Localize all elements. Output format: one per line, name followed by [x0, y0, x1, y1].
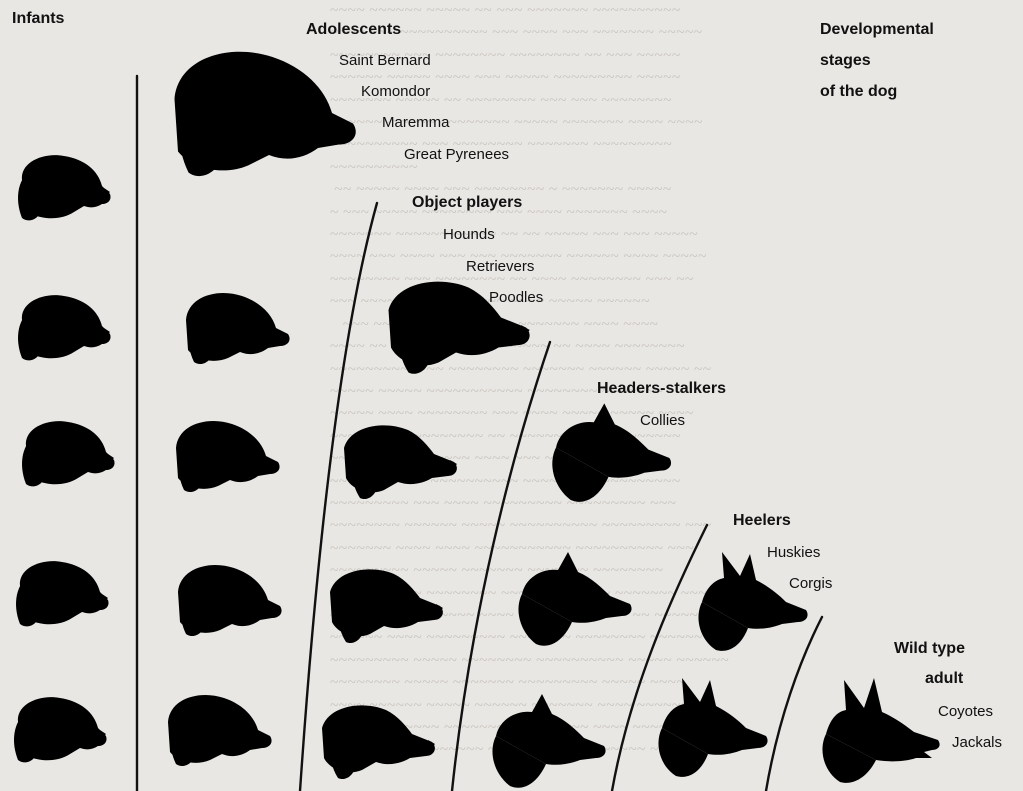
floppy-ear-head-icon: [168, 695, 272, 766]
puppy-head-icon: [18, 295, 111, 360]
breed-jackals: Jackals: [952, 734, 1002, 751]
puppy-head-icon: [16, 561, 109, 626]
stage-heading-wild-type-adult: adult: [925, 670, 963, 688]
breed-maremma: Maremma: [382, 114, 450, 131]
breed-coyotes: Coyotes: [938, 703, 993, 720]
breed-saint-bernard: Saint Bernard: [339, 52, 431, 69]
stage-heading-wild-type: Wild type: [894, 640, 965, 658]
breed-huskies: Huskies: [767, 544, 820, 561]
title-line-3: of the dog: [820, 83, 897, 101]
pricked-ear-head-icon: [698, 552, 807, 651]
title-line-1: Developmental: [820, 21, 934, 39]
floppy-ear-head-icon: [178, 565, 282, 636]
breed-collies: Collies: [640, 412, 685, 429]
stage-heading-heelers: Heelers: [733, 512, 791, 530]
puppy-head-icon: [22, 421, 115, 486]
breed-hounds: Hounds: [443, 226, 495, 243]
hound-head-icon: [330, 569, 443, 643]
wolf-head-icon: [822, 678, 939, 783]
breed-corgis: Corgis: [789, 575, 832, 592]
breed-great-pyrenees: Great Pyrenees: [404, 146, 509, 163]
puppy-head-icon: [18, 155, 111, 220]
breed-retrievers: Retrievers: [466, 258, 534, 275]
breed-komondor: Komondor: [361, 83, 430, 100]
breed-poodles: Poodles: [489, 289, 543, 306]
floppy-ear-head-icon: [175, 52, 356, 176]
floppy-ear-head-icon: [186, 293, 290, 364]
hound-head-icon: [344, 425, 457, 499]
pricked-ear-head-icon: [658, 678, 767, 777]
puppy-head-icon: [14, 697, 107, 762]
stage-heading-infants: Infants: [12, 10, 64, 28]
floppy-ear-head-icon: [176, 421, 280, 492]
hound-head-icon: [322, 705, 435, 779]
collie-head-icon: [492, 694, 605, 788]
title-line-2: stages: [820, 52, 871, 70]
stage-heading-adolescents: Adolescents: [306, 21, 401, 39]
collie-head-icon: [518, 552, 631, 646]
branch-curve-heelers: [766, 617, 822, 791]
stage-heading-headers-stalkers: Headers-stalkers: [597, 380, 726, 398]
stage-heading-object-players: Object players: [412, 194, 522, 212]
